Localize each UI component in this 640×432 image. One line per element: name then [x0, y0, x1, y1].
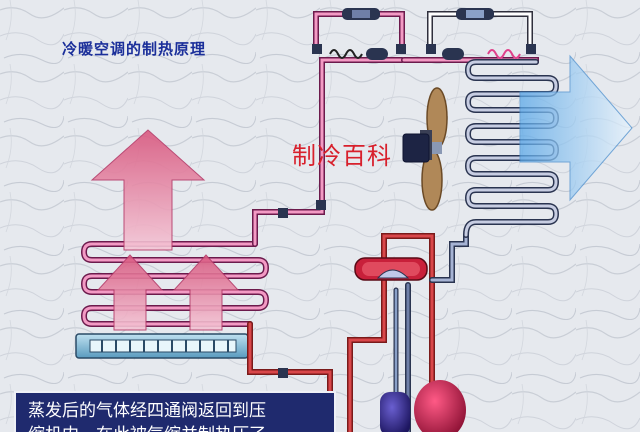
indoor-coil — [80, 241, 270, 327]
warm-air-arrows — [90, 129, 240, 331]
watermark-text: 制冷百科 — [292, 142, 392, 170]
outdoor-fan — [402, 87, 448, 211]
caption-box: 蒸发后的气体经四通阀返回到压 缩机内，在此被气缩并制热压了 — [14, 391, 336, 432]
page-title: 冷暖空调的制热原理 — [62, 40, 207, 58]
indoor-fan-unit — [75, 333, 249, 359]
caption-line: 缩机内，在此被气缩并制热压了 — [28, 423, 322, 432]
compressor — [380, 380, 466, 432]
four-way-valve — [354, 257, 428, 281]
cool-air-arrow — [519, 54, 633, 202]
caption-line: 蒸发后的气体经四通阀返回到压 — [28, 401, 266, 421]
top-valves — [278, 8, 536, 378]
